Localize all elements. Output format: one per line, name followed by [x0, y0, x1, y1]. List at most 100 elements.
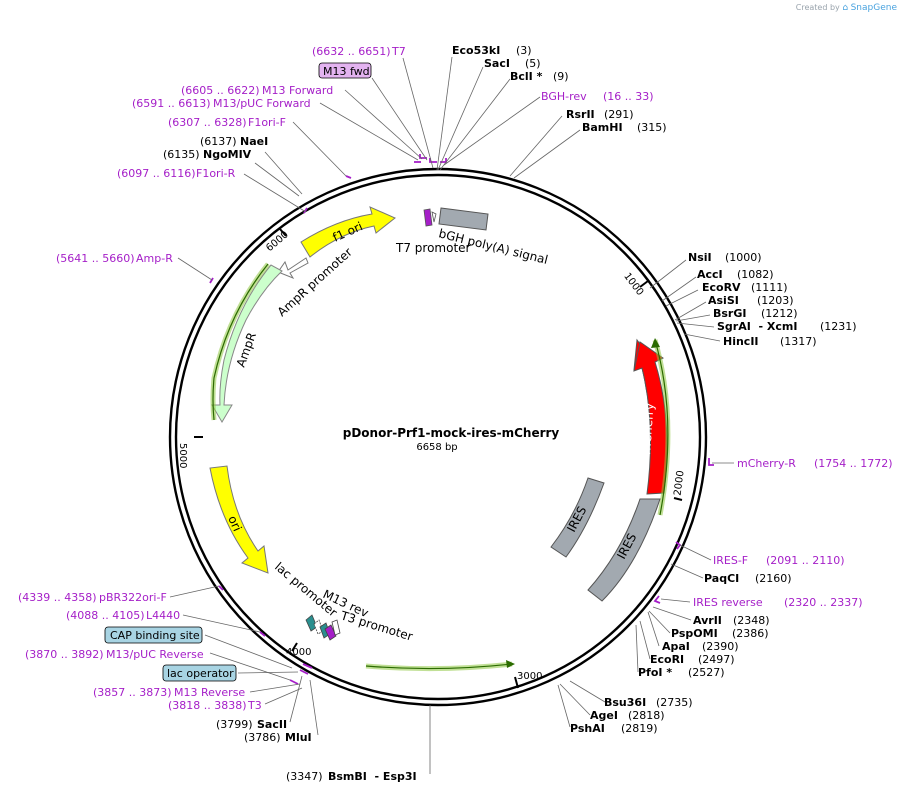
tick-label-3000: 3000: [517, 671, 542, 682]
primer-m13-forward-name[interactable]: M13 Forward: [262, 84, 333, 97]
tick-label-4000: 4000: [286, 647, 311, 658]
site-psp-omi-name[interactable]: PspOMI: [671, 627, 718, 640]
site-sacii-pos: (3799): [216, 718, 253, 731]
ori-feature: [209, 465, 269, 574]
site-psp-omi-pos: (2386): [732, 627, 769, 640]
site-bsmbi-pos: (3347): [286, 770, 323, 783]
primer-f1ori-r-name[interactable]: F1ori-R: [196, 167, 236, 180]
site-eco53ki-name[interactable]: Eco53kI: [452, 44, 500, 57]
credit-brand: SnapGene: [850, 3, 897, 13]
site-naei-name[interactable]: NaeI: [240, 135, 268, 148]
site-bcli-name[interactable]: BclI *: [510, 70, 543, 83]
primer-f1ori-f-name[interactable]: F1ori-F: [248, 116, 286, 129]
site-agei-pos: (2818): [628, 709, 665, 722]
site-acci-pos: (1082): [737, 268, 774, 281]
primer-t3-name[interactable]: T3: [247, 699, 262, 712]
ires-outer-feature: [587, 498, 661, 602]
primer-m13-puc-reverse-range: (3870 .. 3892): [25, 648, 104, 661]
primer-m13-puc-forward-name[interactable]: M13/pUC Forward: [213, 97, 311, 110]
primer-ires-reverse-range: (2320 .. 2337): [784, 596, 863, 609]
ampr-orf-line: [212, 263, 269, 421]
ampr-promoter-feature: [277, 257, 309, 280]
site-sgrai-xcmi-pos: (1231): [820, 320, 857, 333]
site-saci-name[interactable]: SacI: [484, 57, 510, 70]
tick-label-2000: 2000: [673, 470, 687, 497]
primer-ires-f-name[interactable]: IRES-F: [713, 554, 748, 567]
ori-label: ori: [225, 514, 244, 534]
site-hincii-pos: (1317): [780, 335, 817, 348]
site-asisi-name[interactable]: AsiSI: [708, 294, 739, 307]
backbone-outer: [168, 167, 708, 707]
site-rsrii-name[interactable]: RsrII: [566, 108, 595, 121]
leader-lines: [169, 56, 734, 774]
snapgene-logo-icon: ⌂: [842, 3, 849, 13]
mcherry-label: mCherry: [639, 403, 657, 456]
m13-fwd-label[interactable]: M13 fwd: [323, 65, 370, 78]
site-rsrii-pos: (291): [604, 108, 634, 121]
site-pshai-name[interactable]: PshAI: [570, 722, 605, 735]
primer-m13-reverse-name[interactable]: M13 Reverse: [174, 686, 245, 699]
site-mlui-name[interactable]: MluI: [285, 731, 312, 744]
site-avrii-pos: (2348): [733, 614, 770, 627]
site-sacii-name[interactable]: SacII: [257, 718, 287, 731]
site-apai-pos: (2390): [702, 640, 739, 653]
site-agei-name[interactable]: AgeI: [590, 709, 618, 722]
primer-amp-r-range: (5641 .. 5660): [56, 252, 135, 265]
m13-rev-feature: [324, 624, 337, 641]
mcherry-orf-line: [654, 339, 669, 516]
tick-label-5000: 5000: [177, 443, 188, 468]
m13-fwd-box[interactable]: [318, 62, 372, 79]
primer-l4440-name[interactable]: L4440: [146, 609, 180, 622]
primer-ires-f-range: (2091 .. 2110): [766, 554, 845, 567]
site-bsrgi-name[interactable]: BsrGI: [713, 307, 746, 320]
primer-mcherry-r-name[interactable]: mCherry-R: [737, 457, 796, 470]
site-hincii-name[interactable]: HincII: [723, 335, 759, 348]
f1-ori-feature: [300, 206, 396, 258]
site-naei-pos: (6137): [200, 135, 237, 148]
site-paqci-name[interactable]: PaqCI: [704, 572, 739, 585]
plasmid-length: 6658 bp: [416, 442, 457, 453]
site-ecori-pos: (2497): [698, 653, 735, 666]
site-sgrai-xcmi-name[interactable]: SgrAI - XcmI: [717, 320, 797, 333]
primer-bgh-rev-name[interactable]: BGH-rev: [541, 90, 587, 103]
lac-operator-box[interactable]: [162, 664, 237, 682]
cap-binding-site-label[interactable]: CAP binding site: [110, 629, 200, 642]
site-ecorv-name[interactable]: EcoRV: [702, 281, 741, 294]
site-avrii-name[interactable]: AvrII: [693, 614, 722, 627]
site-pfoi-name[interactable]: PfoI *: [638, 666, 672, 679]
primer-pbr322ori-f-range: (4339 .. 4358): [18, 591, 97, 604]
site-mlui-pos: (3786): [244, 731, 281, 744]
bottom-orf-line: [365, 663, 513, 670]
site-apai-name[interactable]: ApaI: [662, 640, 690, 653]
site-bsu36i-name[interactable]: Bsu36I: [604, 696, 646, 709]
mcherry-orf-arrow: [651, 338, 660, 348]
primer-m13-reverse-range: (3857 .. 3873): [93, 686, 172, 699]
t7-promoter-label: T7 promoter: [395, 241, 471, 255]
site-ngomiv-name[interactable]: NgoMIV: [203, 148, 252, 161]
primer-ires-reverse-name[interactable]: IRES reverse: [693, 596, 763, 609]
primer-m13-puc-forward-range: (6591 .. 6613): [132, 97, 211, 110]
site-pshai-pos: (2819): [621, 722, 658, 735]
primer-t3-range: (3818 .. 3838): [168, 699, 247, 712]
bottom-orf-arrow: [506, 660, 515, 668]
ampr-feature: [211, 264, 283, 423]
primer-m13-puc-reverse-name[interactable]: M13/pUC Reverse: [106, 648, 204, 661]
cap-binding-site-box[interactable]: [104, 626, 203, 644]
lac-operator-label[interactable]: lac operator: [167, 667, 234, 680]
primer-l4440-range: (4088 .. 4105): [66, 609, 145, 622]
site-ecori-name[interactable]: EcoRI: [650, 653, 684, 666]
backbone-inner: [174, 173, 702, 701]
site-eco53ki-pos: (3): [516, 44, 532, 57]
tick-label-1000: 1000: [621, 271, 645, 298]
primer-amp-r-name[interactable]: Amp-R: [136, 252, 173, 265]
t3-promoter-feature: [331, 619, 341, 636]
site-bamhi-name[interactable]: BamHI: [582, 121, 623, 134]
primer-f1ori-f-range: (6307 .. 6328): [168, 116, 247, 129]
site-ecorv-pos: (1111): [751, 281, 788, 294]
site-bsmbi-name[interactable]: BsmBI - Esp3I: [328, 770, 417, 783]
ires-inner-feature: [550, 477, 605, 558]
primer-pbr322ori-f-name[interactable]: pBR322ori-F: [99, 591, 167, 604]
site-nsii-name[interactable]: NsiI: [688, 251, 712, 264]
site-acci-name[interactable]: AccI: [697, 268, 723, 281]
primer-t7-name[interactable]: T7: [391, 45, 406, 58]
